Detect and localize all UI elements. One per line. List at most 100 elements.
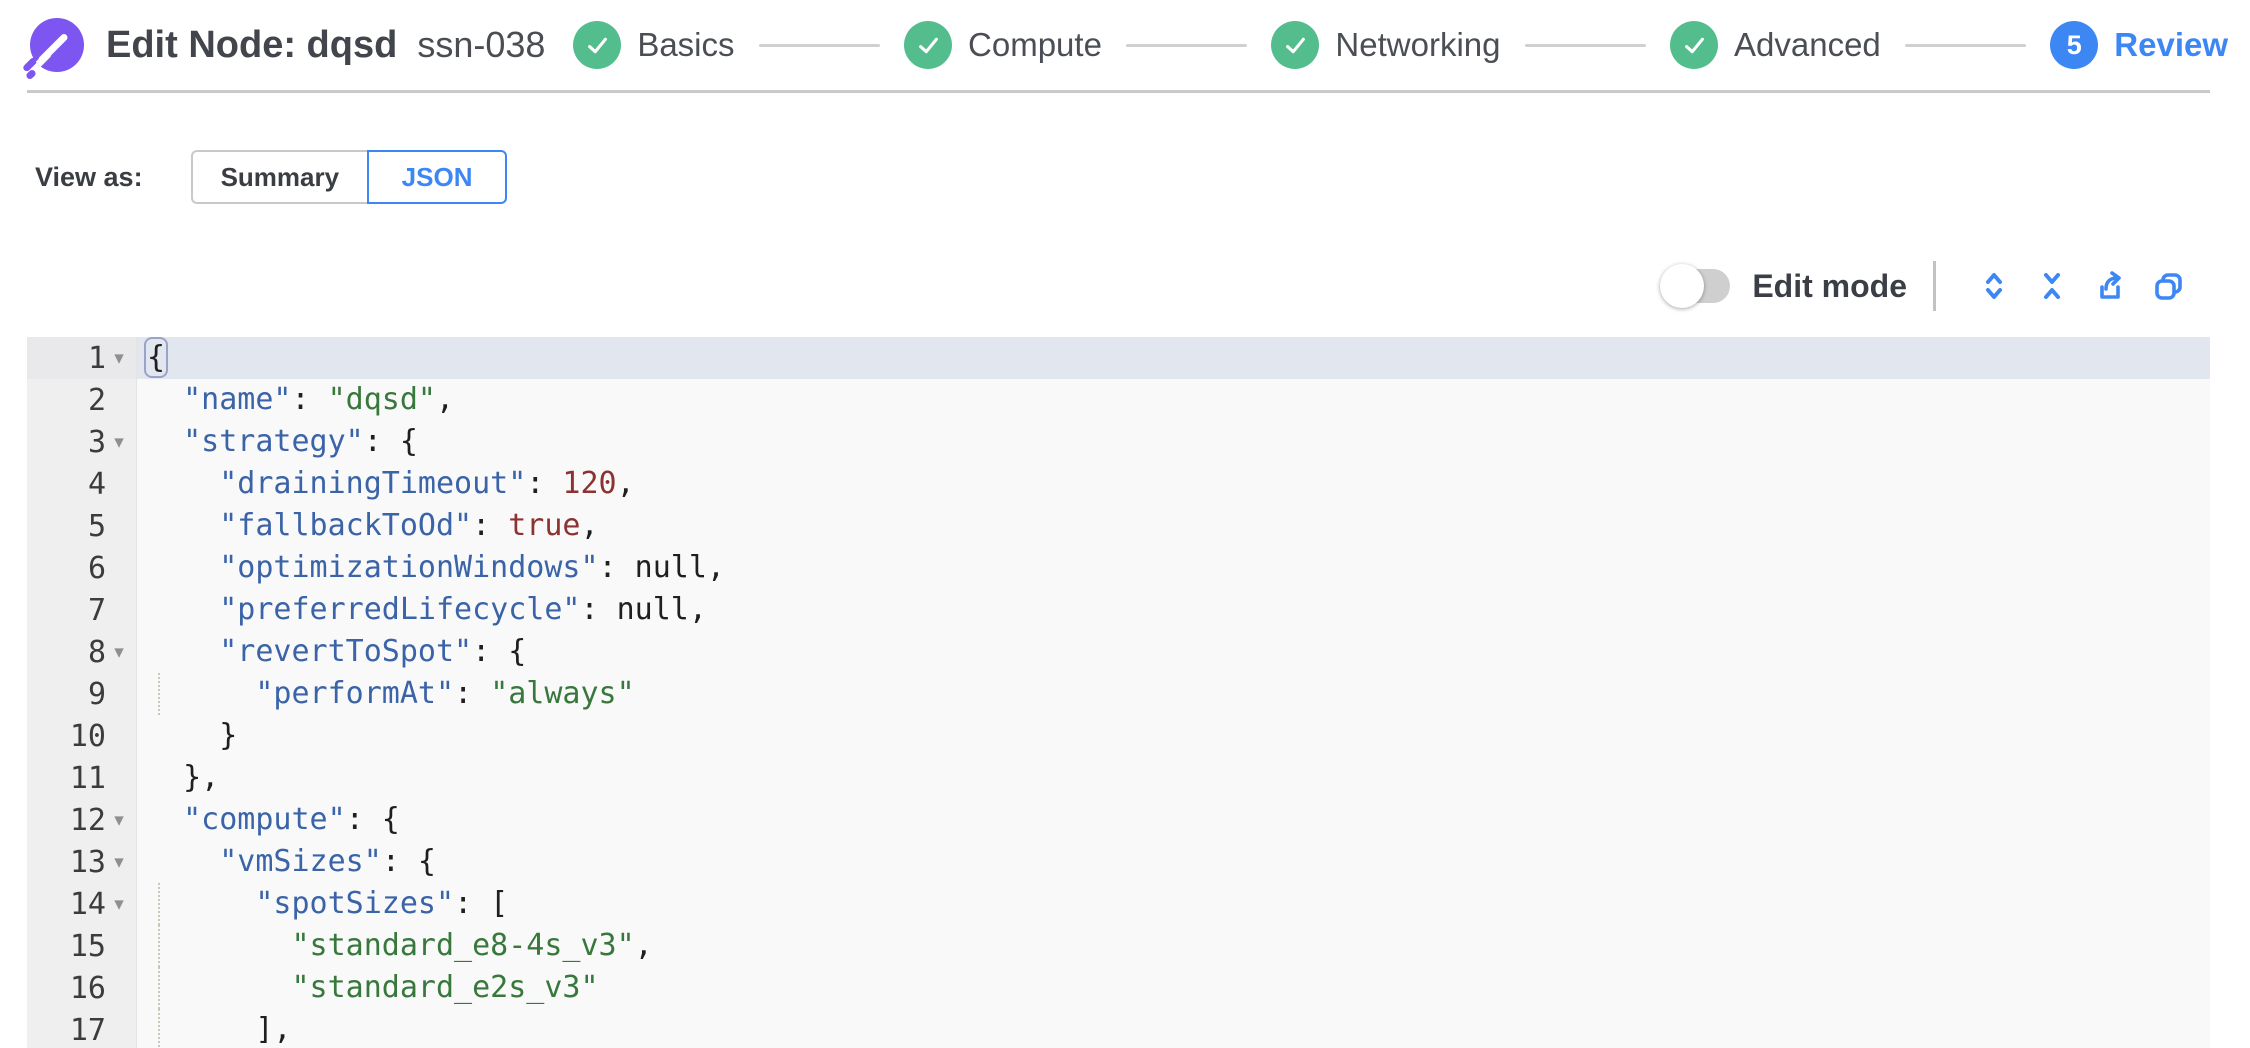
line-number: 1 bbox=[87, 340, 106, 376]
check-icon bbox=[1670, 21, 1718, 69]
code-line-content[interactable]: } bbox=[147, 718, 238, 753]
editor-line[interactable]: 9 "performAt": "always" bbox=[27, 673, 2210, 715]
line-number: 6 bbox=[87, 550, 106, 586]
line-number-gutter[interactable]: 3▾ bbox=[27, 421, 137, 463]
export-icon[interactable] bbox=[2090, 266, 2130, 306]
line-number-gutter[interactable]: 8▾ bbox=[27, 631, 137, 673]
step-networking[interactable]: Networking bbox=[1271, 21, 1501, 69]
code-line-content[interactable]: "strategy": { bbox=[183, 424, 418, 459]
line-number: 4 bbox=[87, 466, 106, 502]
editor-line[interactable]: 16 "standard_e2s_v3" bbox=[27, 967, 2210, 1009]
line-number-gutter[interactable]: 6 bbox=[27, 547, 137, 589]
editor-toolbar: Edit mode bbox=[0, 260, 2188, 312]
line-number-gutter[interactable]: 2 bbox=[27, 379, 137, 421]
line-number: 7 bbox=[87, 592, 106, 628]
edit-mode-label: Edit mode bbox=[1752, 267, 1907, 304]
step-connector bbox=[1125, 43, 1248, 47]
line-number: 10 bbox=[69, 718, 106, 754]
code-line-content[interactable]: "name": "dqsd", bbox=[183, 382, 455, 417]
editor-line[interactable]: 17 ], bbox=[27, 1009, 2210, 1048]
view-as-row: View as: Summary JSON bbox=[35, 150, 2250, 204]
json-view-button[interactable]: JSON bbox=[367, 150, 508, 204]
code-line-content[interactable]: "revertToSpot": { bbox=[219, 634, 527, 669]
line-number-gutter[interactable]: 9 bbox=[27, 673, 137, 715]
step-label: Advanced bbox=[1734, 26, 1881, 63]
line-number-gutter[interactable]: 13 ▾ bbox=[27, 841, 137, 883]
line-number-gutter[interactable]: 1▾ bbox=[27, 337, 137, 379]
fold-arrow-icon[interactable]: ▾ bbox=[114, 851, 124, 873]
editor-line[interactable]: 11 }, bbox=[27, 757, 2210, 799]
code-line-content[interactable]: "vmSizes": { bbox=[219, 844, 436, 879]
line-number-gutter[interactable]: 15 bbox=[27, 925, 137, 967]
editor-line[interactable]: 8▾ "revertToSpot": { bbox=[27, 631, 2210, 673]
line-number-gutter[interactable]: 11 bbox=[27, 757, 137, 799]
check-icon bbox=[904, 21, 953, 69]
code-line-content[interactable]: "fallbackToOd": true, bbox=[219, 508, 599, 543]
code-line-content[interactable]: "standard_e2s_v3" bbox=[137, 967, 2210, 1009]
line-number: 16 bbox=[69, 970, 106, 1006]
editor-line[interactable]: 6 "optimizationWindows": null, bbox=[27, 547, 2210, 589]
step-compute[interactable]: Compute bbox=[904, 21, 1102, 69]
editor-line[interactable]: 5 "fallbackToOd": true, bbox=[27, 505, 2210, 547]
editor-line[interactable]: 2 "name": "dqsd", bbox=[27, 379, 2210, 421]
editor-line[interactable]: 12 ▾ "compute": { bbox=[27, 799, 2210, 841]
step-label: Networking bbox=[1335, 26, 1501, 63]
fold-arrow-icon[interactable]: ▾ bbox=[114, 809, 124, 831]
page-title: Edit Node: dqsd bbox=[106, 23, 398, 66]
code-line-content[interactable]: }, bbox=[147, 760, 220, 795]
editor-line[interactable]: 7 "preferredLifecycle": null, bbox=[27, 589, 2210, 631]
line-number-gutter[interactable]: 5 bbox=[27, 505, 137, 547]
copy-icon[interactable] bbox=[2148, 266, 2188, 306]
editor-line[interactable]: 4 "drainingTimeout": 120, bbox=[27, 463, 2210, 505]
line-number-gutter[interactable]: 17 bbox=[27, 1009, 137, 1048]
summary-view-button[interactable]: Summary bbox=[190, 150, 368, 204]
line-number-gutter[interactable]: 7 bbox=[27, 589, 137, 631]
line-number: 14 bbox=[69, 886, 106, 922]
line-number-gutter[interactable]: 16 bbox=[27, 967, 137, 1009]
step-connector bbox=[1524, 43, 1646, 47]
header-divider bbox=[27, 90, 2210, 93]
editor-line[interactable]: 10 } bbox=[27, 715, 2210, 757]
expand-all-icon[interactable] bbox=[1974, 266, 2014, 306]
line-number-gutter[interactable]: 12 ▾ bbox=[27, 799, 137, 841]
toggle-knob[interactable] bbox=[1660, 264, 1705, 308]
line-number-gutter[interactable]: 14 ▾ bbox=[27, 883, 137, 925]
header: Edit Node: dqsd ssn-038 Basics Compute Net… bbox=[0, 0, 2250, 90]
step-basics[interactable]: Basics bbox=[573, 21, 735, 69]
code-line-content[interactable]: "spotSizes": [ bbox=[137, 883, 2210, 925]
step-advanced[interactable]: Advanced bbox=[1670, 21, 1881, 69]
code-line-content[interactable]: "preferredLifecycle": null, bbox=[219, 592, 707, 627]
line-number: 9 bbox=[87, 676, 106, 712]
line-number: 12 bbox=[69, 802, 106, 838]
edit-mode-toggle[interactable] bbox=[1660, 264, 1731, 308]
step-connector bbox=[1904, 43, 2027, 47]
fold-arrow-icon[interactable]: ▾ bbox=[114, 347, 124, 369]
json-editor[interactable]: 1▾{2 "name": "dqsd",3▾ "strategy": {4 "d… bbox=[27, 337, 2210, 1048]
code-line-content[interactable]: "standard_e8-4s_v3", bbox=[137, 925, 2210, 967]
fold-arrow-icon[interactable]: ▾ bbox=[114, 431, 124, 453]
fold-arrow-icon[interactable]: ▾ bbox=[114, 893, 124, 915]
code-line-content[interactable]: ], bbox=[137, 1009, 2210, 1048]
editor-line[interactable]: 13 ▾ "vmSizes": { bbox=[27, 841, 2210, 883]
view-as-label: View as: bbox=[35, 161, 143, 192]
line-number-gutter[interactable]: 4 bbox=[27, 463, 137, 505]
node-id-text: ssn-038 bbox=[417, 24, 546, 65]
line-number: 13 bbox=[69, 844, 106, 880]
line-number-gutter[interactable]: 10 bbox=[27, 715, 137, 757]
check-icon bbox=[573, 21, 622, 69]
code-line-content[interactable]: "performAt": "always" bbox=[137, 673, 2210, 715]
editor-line[interactable]: 15 "standard_e8-4s_v3", bbox=[27, 925, 2210, 967]
editor-line[interactable]: 14 ▾ "spotSizes": [ bbox=[27, 883, 2210, 925]
editor-line[interactable]: 3▾ "strategy": { bbox=[27, 421, 2210, 463]
collapse-all-icon[interactable] bbox=[2032, 266, 2072, 306]
fold-arrow-icon[interactable]: ▾ bbox=[114, 641, 124, 663]
code-line-content[interactable]: "optimizationWindows": null, bbox=[219, 550, 725, 585]
code-line-content[interactable]: { bbox=[137, 337, 2210, 379]
line-number: 11 bbox=[69, 760, 106, 796]
code-line-content[interactable]: "drainingTimeout": 120, bbox=[219, 466, 635, 501]
step-label: Review bbox=[2114, 26, 2229, 63]
editor-line[interactable]: 1▾{ bbox=[27, 337, 2210, 379]
code-line-content[interactable]: "compute": { bbox=[183, 802, 400, 837]
